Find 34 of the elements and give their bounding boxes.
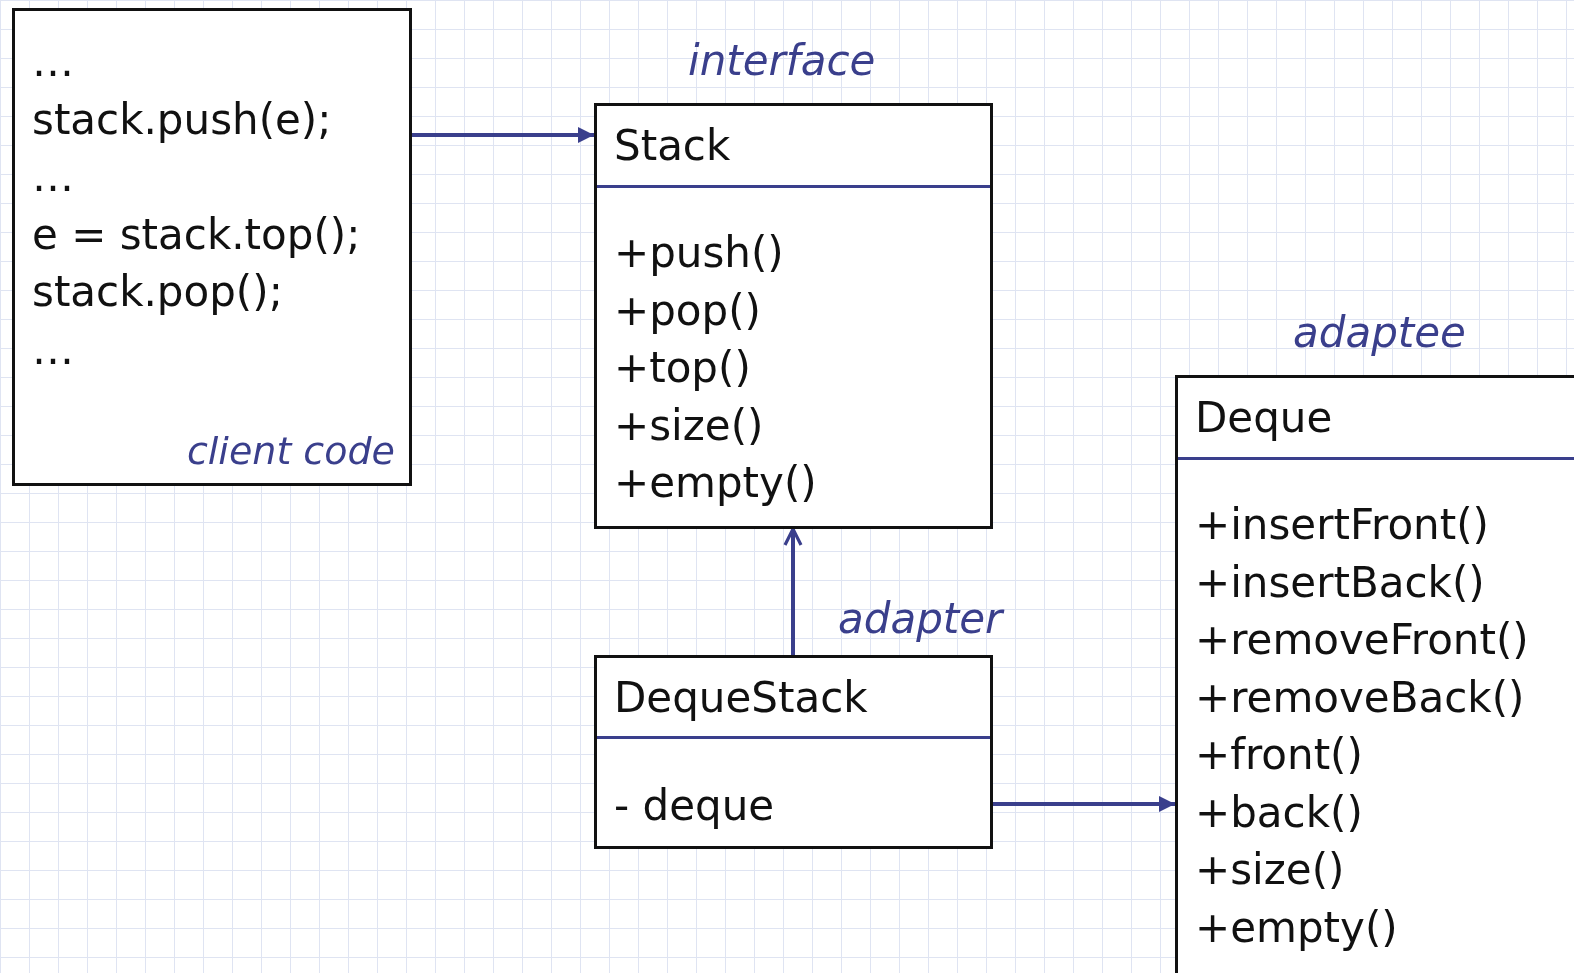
code-line: … (32, 36, 74, 88)
class-member: +size() (614, 399, 764, 452)
class-member: +insertFront() (1195, 499, 1489, 551)
code-box (12, 8, 412, 486)
arrow (412, 127, 594, 143)
code-line: e = stack.top(); (32, 208, 361, 261)
code-line: stack.pop(); (32, 266, 283, 318)
class-box (594, 103, 993, 529)
box-caption: client code (186, 429, 395, 473)
code-line: … (32, 151, 74, 203)
class-member: +removeFront() (1195, 614, 1529, 666)
class-member: +top() (614, 342, 751, 394)
class-member: +pop() (614, 284, 761, 337)
stereotype-label: adapter (838, 594, 1003, 643)
class-box (594, 655, 993, 849)
arrow (993, 796, 1175, 812)
class-member: +empty() (614, 457, 817, 509)
class-member: +back() (1195, 786, 1363, 839)
stereotype-label: interface (688, 36, 876, 85)
class-name: Deque (1178, 378, 1574, 460)
class-member: +size() (1195, 844, 1345, 896)
class-box (1175, 375, 1574, 973)
arrow (783, 527, 803, 655)
class-member: +front() (1195, 729, 1363, 781)
class-member: +push() (614, 227, 784, 279)
class-member: - deque (614, 780, 775, 832)
code-line: stack.push(e); (32, 93, 332, 146)
class-name: Stack (597, 106, 990, 188)
class-member: +empty() (1195, 901, 1398, 954)
class-member: +insertBack() (1195, 556, 1485, 609)
class-name: DequeStack (597, 658, 990, 739)
stereotype-label: adaptee (1293, 308, 1466, 357)
class-member: +removeBack() (1195, 671, 1525, 724)
code-line: … (32, 323, 74, 376)
